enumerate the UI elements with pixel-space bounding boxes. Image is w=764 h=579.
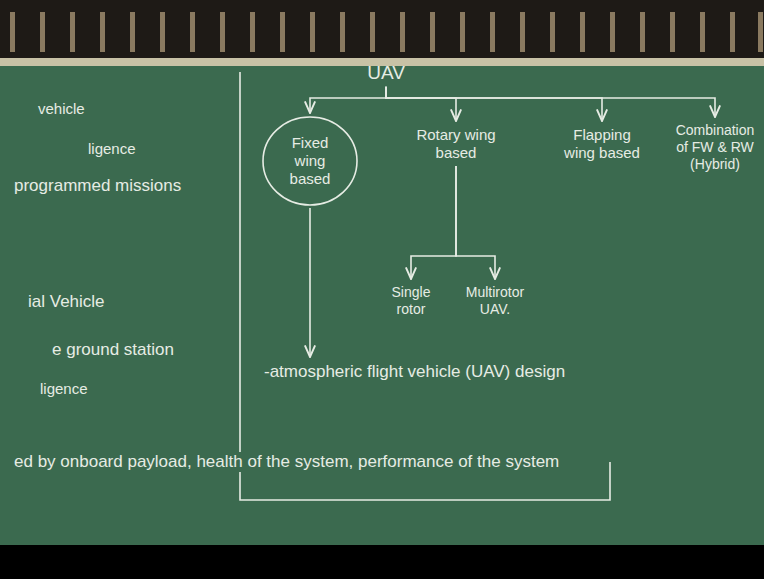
node-text: Rotary wing based: [412, 126, 500, 162]
node-text: Combination of FW & RW (Hybrid): [674, 122, 756, 172]
tree-arrow: [386, 87, 602, 121]
bottom-bar: [0, 545, 764, 579]
tree-arrow: [310, 87, 386, 113]
chalk-note: programmed missions: [14, 176, 181, 196]
chalk-note: ed by onboard payload, health of the sys…: [12, 452, 561, 472]
tree-arrow: [309, 208, 311, 357]
chalk-note: vehicle: [38, 100, 85, 118]
leaf-node: Multirotor UAV.: [452, 282, 538, 320]
chalk-note: ial Vehicle: [28, 292, 105, 312]
branch-node: Flapping wing based: [556, 124, 648, 164]
chalk-note: ligence: [40, 380, 88, 398]
note-node: -atmospheric flight vehicle (UAV) design: [262, 360, 567, 384]
tree-arrow: [386, 87, 456, 121]
tree-arrow: [456, 166, 495, 279]
leaf-node: Single rotor: [380, 282, 442, 320]
node-text: Fixed wing based: [276, 134, 344, 188]
tree-arrow: [386, 87, 715, 117]
root-node: UAV: [356, 62, 416, 85]
node-text: Multirotor UAV.: [454, 284, 536, 318]
node-text: -atmospheric flight vehicle (UAV) design: [264, 362, 565, 382]
chalk-note: e ground station: [52, 340, 174, 360]
circled-branch: Fixed wing based: [262, 116, 358, 206]
wall: [0, 0, 764, 58]
tree-arrow: [411, 166, 456, 279]
branch-node: Combination of FW & RW (Hybrid): [672, 120, 758, 174]
chalk-note: ligence: [88, 140, 136, 158]
chalk-divider: [240, 72, 610, 500]
node-text: UAV: [356, 62, 416, 85]
node-text: Single rotor: [382, 284, 440, 318]
wall-slats: [10, 12, 763, 52]
node-text: Flapping wing based: [558, 126, 646, 162]
branch-node: Rotary wing based: [410, 124, 502, 164]
